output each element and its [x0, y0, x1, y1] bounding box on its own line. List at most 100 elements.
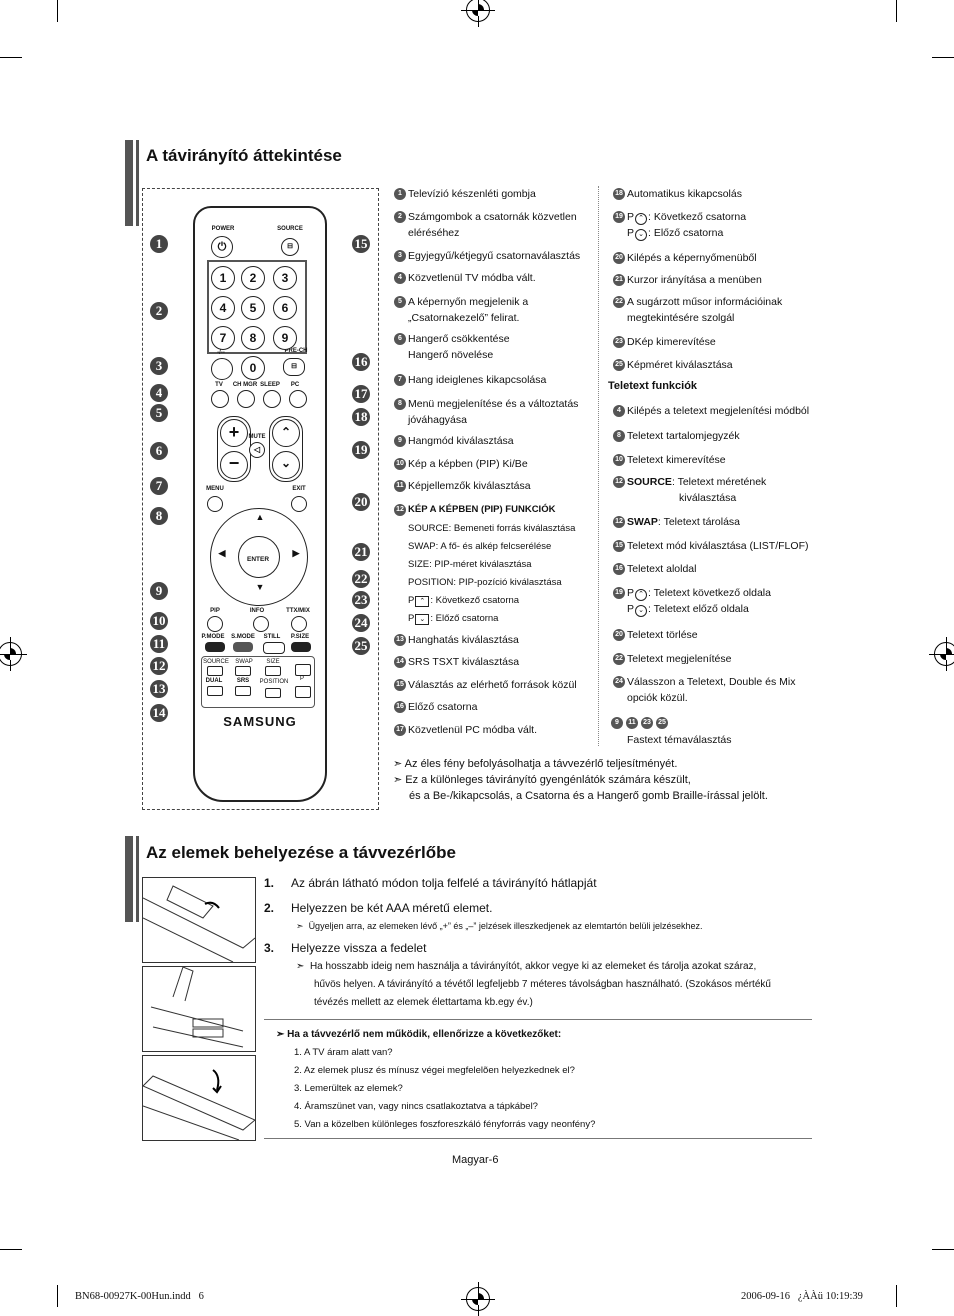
pip-line: : Következő csatorna [430, 595, 520, 606]
item-number-badge: 25 [656, 717, 668, 730]
digit-button[interactable]: 9 [273, 326, 297, 350]
item-text: Kilépés a teletext megjelenítési módból [627, 405, 810, 417]
size-label: SIZE [266, 659, 280, 665]
note-text: Ügyeljen arra, az elemeken lévő „+” és „… [308, 921, 703, 931]
registration-mark-icon [0, 637, 27, 671]
digit-button[interactable]: 2 [241, 266, 265, 290]
remote-figure [142, 188, 379, 810]
digit-button[interactable]: 7 [211, 326, 235, 350]
callout-badge: 7 [150, 477, 168, 495]
pip-ch-down-button[interactable] [295, 686, 311, 698]
size-button[interactable] [265, 666, 281, 676]
srs-button[interactable] [235, 686, 251, 696]
step-number: 1. [264, 876, 275, 890]
callout-badge: 25 [352, 637, 370, 655]
note-list: ➣ Az éles fény befolyásolhatja a távvezé… [393, 756, 768, 804]
nav-up-icon[interactable]: ▲ [255, 512, 265, 522]
item-text: : Teletext tárolása [657, 516, 741, 528]
nav-down-icon[interactable]: ▼ [255, 582, 265, 592]
p-mode-button[interactable] [205, 642, 225, 652]
callout-badge: 5 [150, 404, 168, 422]
s-mode-button[interactable] [233, 642, 253, 652]
channel-rocker[interactable] [269, 416, 303, 482]
ch-mgr-button[interactable] [237, 390, 255, 408]
tv-button[interactable] [211, 390, 229, 408]
channel-up-button[interactable]: ⌃ [272, 419, 300, 447]
pip-p-label: P [299, 676, 304, 682]
dual-button[interactable] [207, 686, 223, 696]
nav-right-icon[interactable]: ▶ [292, 548, 300, 558]
item-text: Hangerő csökkentése [408, 333, 510, 345]
item-text: P [627, 587, 635, 599]
nav-left-icon[interactable]: ◀ [218, 548, 226, 558]
power-button[interactable]: ⏻ [211, 236, 233, 258]
info-button[interactable] [253, 616, 269, 632]
item-text: : Teletext következő oldala [648, 587, 771, 599]
source-button[interactable]: ⊟ [281, 238, 299, 256]
channel-down-icon: ⌄ [635, 229, 648, 241]
crop-mark [896, 1285, 897, 1307]
item-number-badge: 12 [394, 504, 406, 516]
item-text: Számgombok a csatornák közvetlen [408, 211, 577, 223]
footer-timestamp: 2006-09-16 ¿ÀÀü 10:19:39 [741, 1291, 863, 1302]
ttx-mix-button[interactable] [291, 616, 307, 632]
volume-up-button[interactable]: + [220, 419, 248, 447]
digit-button[interactable]: 5 [241, 296, 265, 320]
item-line: Teletext törlése [627, 627, 698, 643]
sleep-button[interactable] [263, 390, 281, 408]
pc-button[interactable] [289, 390, 307, 408]
digit-button[interactable]: 8 [241, 326, 265, 350]
still-button[interactable] [263, 642, 285, 654]
item-number-badge: 23 [613, 336, 625, 348]
item-line: Képméret kiválasztása [627, 357, 733, 373]
callout-badge: 20 [352, 493, 370, 511]
item-text: SRS TSXT kiválasztása [408, 656, 520, 668]
item-number-badge: 10 [394, 458, 406, 470]
volume-down-button[interactable]: − [220, 451, 248, 479]
note-text: hűvös helyen. A távirányító a tévétől le… [314, 979, 771, 990]
item-number-badge: 13 [394, 634, 406, 646]
item-text: A sugárzott műsor információinak [627, 296, 783, 308]
item-text: P [627, 227, 635, 239]
callout-badge: 24 [352, 614, 370, 632]
digit-button[interactable]: 4 [211, 296, 235, 320]
digit-button[interactable]: 1 [211, 266, 235, 290]
exit-button[interactable] [291, 496, 307, 512]
item-line: kiválasztása [627, 490, 766, 506]
swap-button[interactable] [235, 666, 251, 676]
digit-button[interactable]: 6 [273, 296, 297, 320]
digit-button[interactable]: 3 [273, 266, 297, 290]
digit-button[interactable]: 0 [241, 356, 265, 380]
p-size-button[interactable] [291, 642, 311, 652]
item-text: : Teletext méretének [671, 476, 767, 488]
registration-mark-icon [461, 0, 495, 27]
menu-button[interactable] [207, 496, 223, 512]
pip-ch-up-button[interactable] [295, 664, 311, 676]
position-button[interactable] [265, 688, 281, 698]
channel-down-button[interactable]: ⌄ [272, 451, 300, 479]
crop-mark [57, 0, 58, 22]
pip-source-button[interactable] [207, 666, 223, 676]
pip-line: : Előző csatorna [430, 613, 499, 624]
callout-badge: 15 [352, 235, 370, 253]
pre-ch-button[interactable]: ⊟ [283, 358, 305, 376]
divider [264, 1019, 812, 1020]
item-line: Kilépés a teletext megjelenítési módból [627, 403, 809, 419]
note-arrow-icon: ➣ [276, 1029, 285, 1040]
item-number-badge: 8 [613, 430, 625, 442]
enter-button[interactable] [238, 536, 280, 578]
dash-button[interactable] [211, 358, 233, 380]
section-bar [125, 140, 133, 226]
item-text: Teletext mód kiválasztása (LIST/FLOF) [627, 540, 809, 552]
mute-button[interactable]: ◁ [249, 442, 265, 458]
pip-button[interactable] [207, 616, 223, 632]
item-number-badge: 1 [394, 188, 406, 200]
power-label: POWER [211, 226, 235, 232]
